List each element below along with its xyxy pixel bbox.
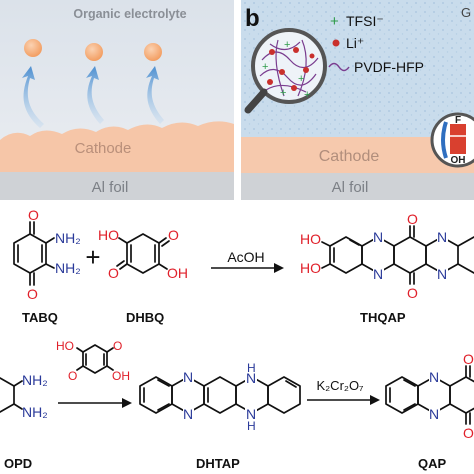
svg-text:+: +	[262, 61, 268, 73]
magnet-icon: F OH	[430, 112, 474, 168]
panel-b: b G + + + + + + TFSI⁻	[241, 0, 474, 200]
atom-oh: OH	[167, 265, 188, 281]
atom-n: N	[183, 369, 193, 385]
svg-text:+: +	[284, 39, 290, 51]
atom-o: O	[168, 227, 179, 243]
thqap-structure: N N N N O O HO HO	[300, 211, 474, 301]
atom-o: O	[28, 207, 39, 223]
atom-nh2: NH₂	[55, 230, 81, 246]
atom-ho: HO	[300, 260, 321, 276]
label-opd: OPD	[4, 456, 32, 471]
atom-o: O	[463, 351, 474, 367]
atom-nh2: NH₂	[22, 372, 48, 388]
reagent-dichromate: K₂Cr₂O₇	[316, 378, 364, 393]
label-dhbq: DHBQ	[126, 310, 164, 325]
dhbq-reagent-structure: HO O O OH	[56, 339, 130, 383]
reagent-acoh: AcOH	[227, 249, 264, 265]
dissolution-arrow-icon	[86, 66, 104, 124]
atom-h: H	[247, 361, 256, 375]
tfsi-symbol-icon: +	[330, 13, 339, 30]
legend-tfsi: TFSI⁻	[346, 13, 384, 29]
plus-sign: +	[85, 242, 100, 272]
atom-n: N	[246, 406, 256, 422]
label-qap: QAP	[418, 456, 447, 471]
magnet-bottom-label: OH	[451, 155, 466, 166]
atom-nh2: NH₂	[55, 260, 81, 276]
atom-n: N	[429, 406, 439, 422]
atom-nh2: NH₂	[22, 404, 48, 420]
atom-h: H	[247, 419, 256, 433]
reaction-1: O O NH₂ NH₂ TABQ + HO O O OH DHBQ AcOH	[13, 207, 474, 325]
atom-o: O	[113, 339, 122, 353]
arrowhead-icon	[122, 398, 132, 408]
atom-o: O	[407, 285, 418, 301]
dissolution-arrow-icon	[146, 66, 164, 124]
label-tabq: TABQ	[22, 310, 58, 325]
panel-a-title: Organic electrolyte	[73, 7, 186, 21]
atom-o: O	[463, 425, 474, 441]
panel-a-foil-label: Al foil	[92, 179, 129, 196]
dissolved-particle	[24, 39, 42, 57]
dissolved-particle	[144, 43, 162, 61]
atom-n: N	[373, 229, 383, 245]
legend-li: Li⁺	[346, 35, 364, 51]
panel-b-letter: b	[245, 5, 260, 32]
atom-ho: HO	[300, 231, 321, 247]
dhtap-structure: N N H N N H	[139, 361, 301, 433]
panel-b-cathode-label: Cathode	[319, 148, 380, 165]
atom-n: N	[437, 266, 447, 282]
svg-text:+: +	[298, 73, 304, 85]
tabq-structure: O O NH₂ NH₂	[13, 207, 81, 302]
atom-n: N	[429, 369, 439, 385]
dissolved-particle	[85, 43, 103, 61]
panel-a-cathode-label: Cathode	[75, 140, 132, 157]
atom-ho: HO	[98, 227, 119, 243]
atom-o: O	[108, 265, 119, 281]
magnet-top-label: F	[455, 115, 461, 126]
atom-n: N	[373, 266, 383, 282]
panel-b-foil-label: Al foil	[332, 179, 369, 196]
magnifier-icon: + + + + +	[244, 28, 327, 114]
panel-b-legend: + TFSI⁻ Li⁺ PVDF-HFP	[328, 13, 424, 75]
dhbq-structure: HO O O OH	[98, 227, 188, 281]
dissolution-arrow-icon	[22, 66, 44, 128]
polymer-chain-icon	[328, 62, 350, 72]
atom-n: N	[437, 229, 447, 245]
legend-polymer: PVDF-HFP	[354, 59, 424, 75]
li-symbol-icon	[332, 39, 340, 47]
atom-o: O	[407, 211, 418, 227]
atom-ho: HO	[56, 339, 74, 353]
panel-b-al-foil	[241, 173, 474, 200]
atom-o: O	[27, 286, 38, 302]
reaction-2: NH₂ NH₂ OPD HO O O OH	[0, 339, 474, 471]
atom-oh: OH	[112, 369, 130, 383]
atom-n: N	[183, 406, 193, 422]
opd-structure: NH₂ NH₂	[0, 372, 48, 420]
atom-o: O	[68, 369, 77, 383]
panel-a: Organic electrolyte Cathode Al foil	[0, 0, 234, 200]
svg-text:+: +	[280, 87, 286, 99]
label-dhtap: DHTAP	[196, 456, 240, 471]
panel-c-letter: G	[461, 5, 471, 20]
atom-n: N	[246, 370, 256, 386]
qap-structure: N N O O	[385, 351, 474, 441]
cathode-layer	[0, 121, 234, 172]
arrowhead-icon	[274, 263, 284, 273]
al-foil	[0, 172, 234, 200]
svg-text:+: +	[304, 89, 310, 101]
arrowhead-icon	[370, 395, 380, 405]
label-thqap: THQAP	[360, 310, 406, 325]
